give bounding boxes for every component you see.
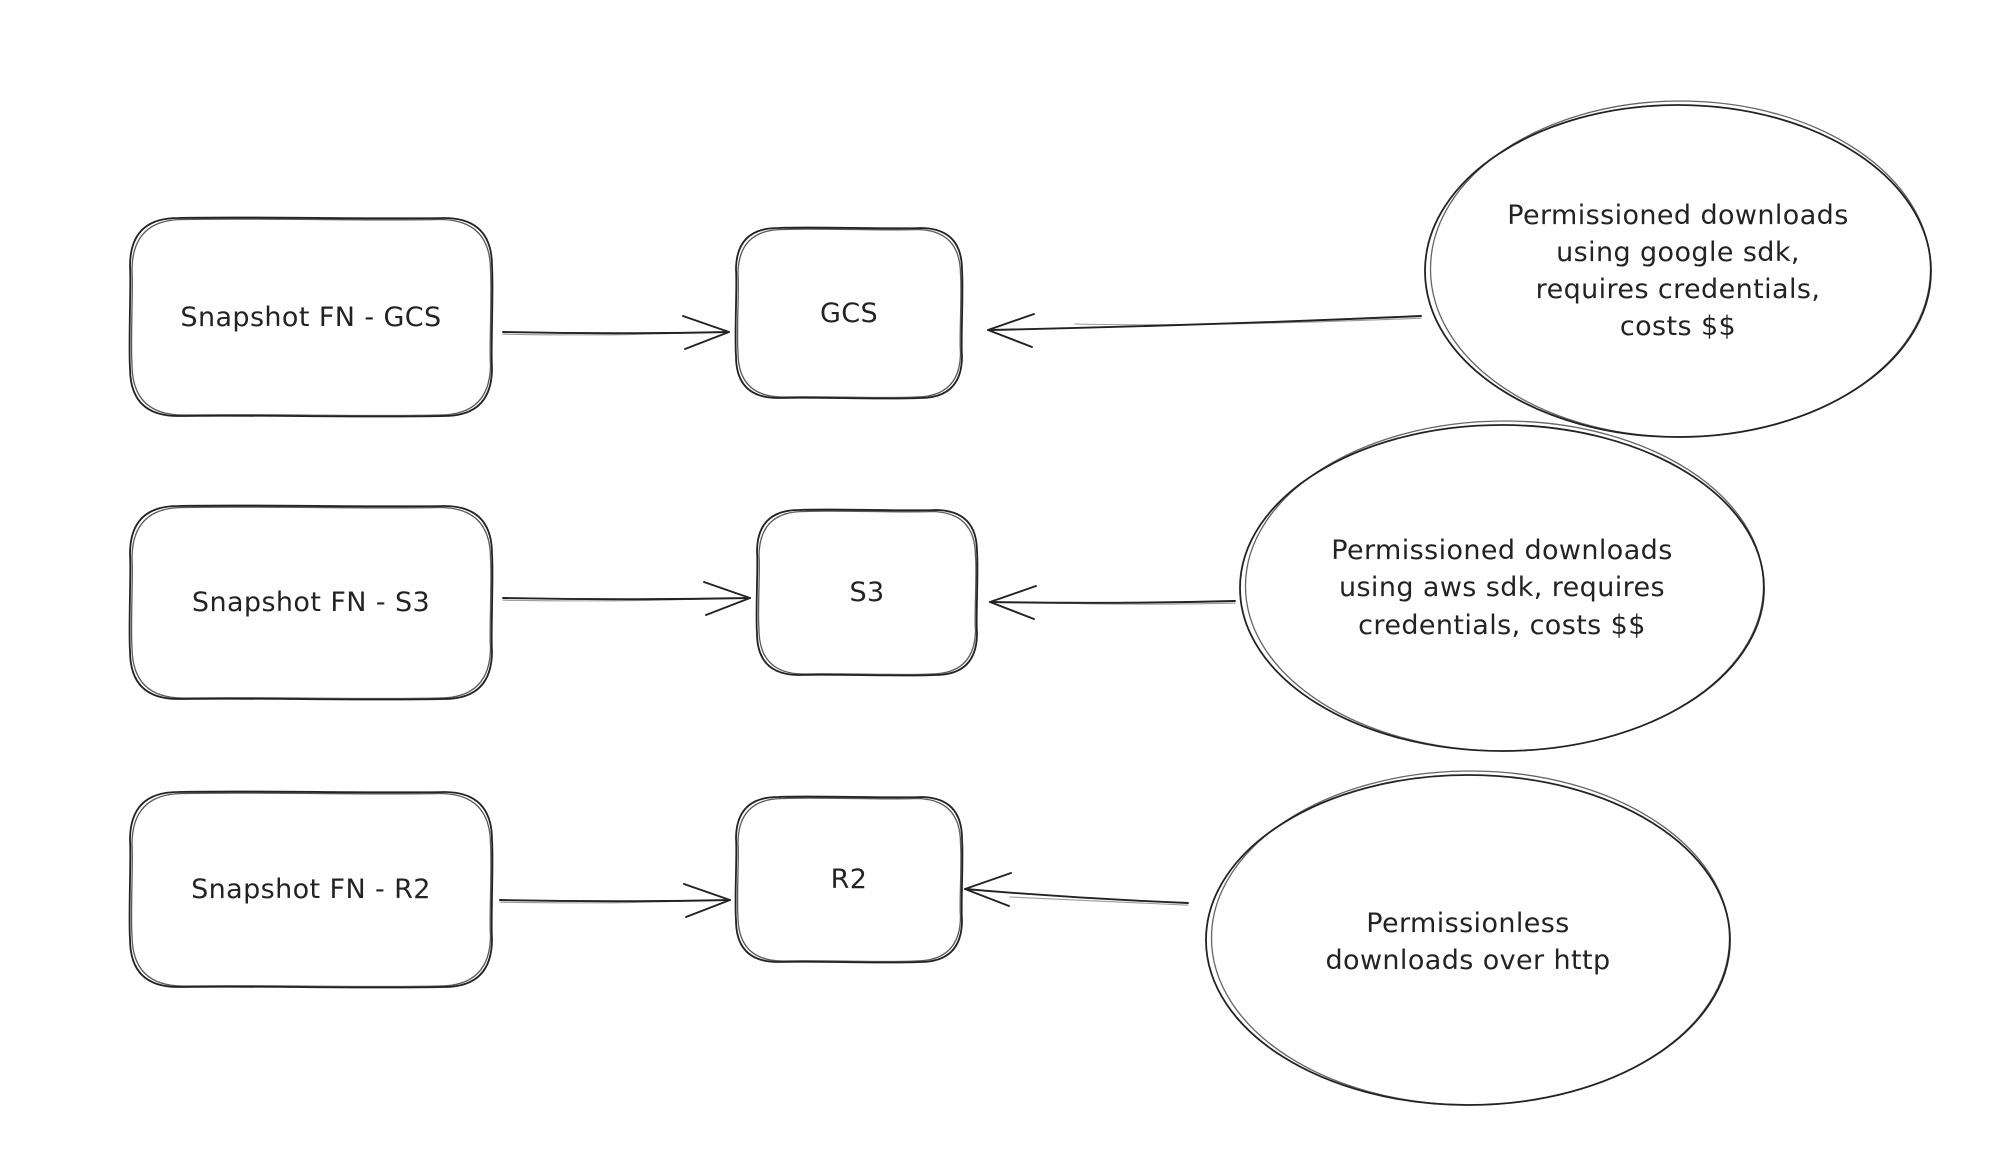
node-snapshot-fn-s3-shape: [128, 504, 494, 701]
node-r2-shape: [734, 795, 964, 964]
node-s3-shape: [755, 508, 979, 677]
arrow-s3-note-to-s3: [989, 585, 1236, 620]
note-ellipse-gcs-shape: [1424, 100, 1932, 438]
arrow-snapshot-r2-to-r2: [499, 883, 731, 918]
arrow-snapshot-gcs-to-gcs: [502, 315, 730, 350]
node-snapshot-fn-gcs-shape: [128, 216, 494, 418]
arrow-r2-note-to-r2: [964, 872, 1189, 907]
node-snapshot-fn-r2-shape: [128, 790, 494, 989]
arrow-snapshot-s3-to-s3: [502, 581, 751, 616]
node-gcs-shape: [734, 226, 964, 400]
note-ellipse-s3-shape: [1239, 420, 1765, 752]
arrow-gcs-note-to-gcs: [987, 313, 1422, 348]
note-ellipse-r2-shape: [1205, 770, 1731, 1106]
